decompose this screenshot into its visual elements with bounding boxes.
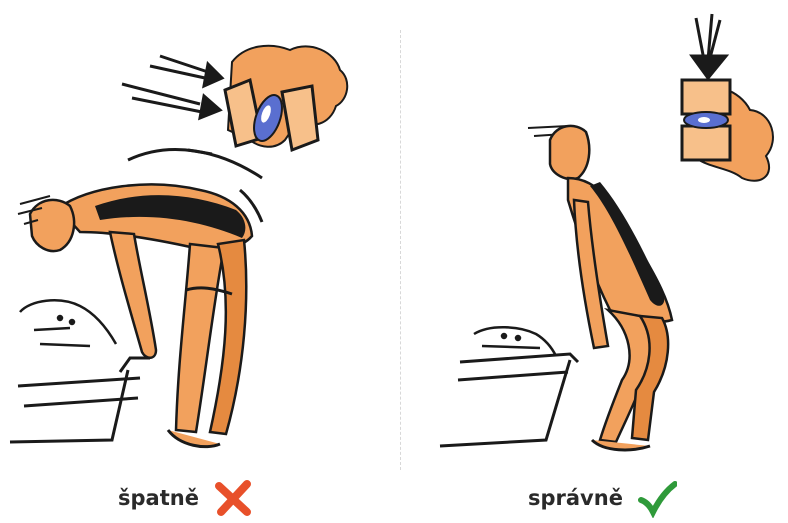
down-arrow-icon xyxy=(692,14,726,78)
pressure-arrows-icon xyxy=(122,56,222,118)
green-checkmark-icon xyxy=(637,478,677,518)
wrong-caption: špatně xyxy=(118,475,253,521)
wrong-label: špatně xyxy=(118,486,199,510)
correct-posture-drawing xyxy=(400,0,788,480)
rock-pile-icon-right xyxy=(474,327,556,356)
rock-pile-icon xyxy=(20,300,116,346)
straight-vertebra-icon xyxy=(682,80,773,181)
bent-person-figure xyxy=(18,184,252,446)
wrong-posture-drawing xyxy=(0,0,400,480)
compressed-vertebra-icon xyxy=(225,46,347,150)
upright-person-figure xyxy=(528,126,672,450)
wrong-posture-panel: špatně xyxy=(0,0,400,523)
box-icon xyxy=(10,358,150,442)
correct-posture-panel: správně xyxy=(400,0,788,523)
right-label: správně xyxy=(528,486,623,510)
box-icon-right xyxy=(440,354,578,446)
red-x-icon xyxy=(213,478,253,518)
right-caption: správně xyxy=(528,475,677,521)
